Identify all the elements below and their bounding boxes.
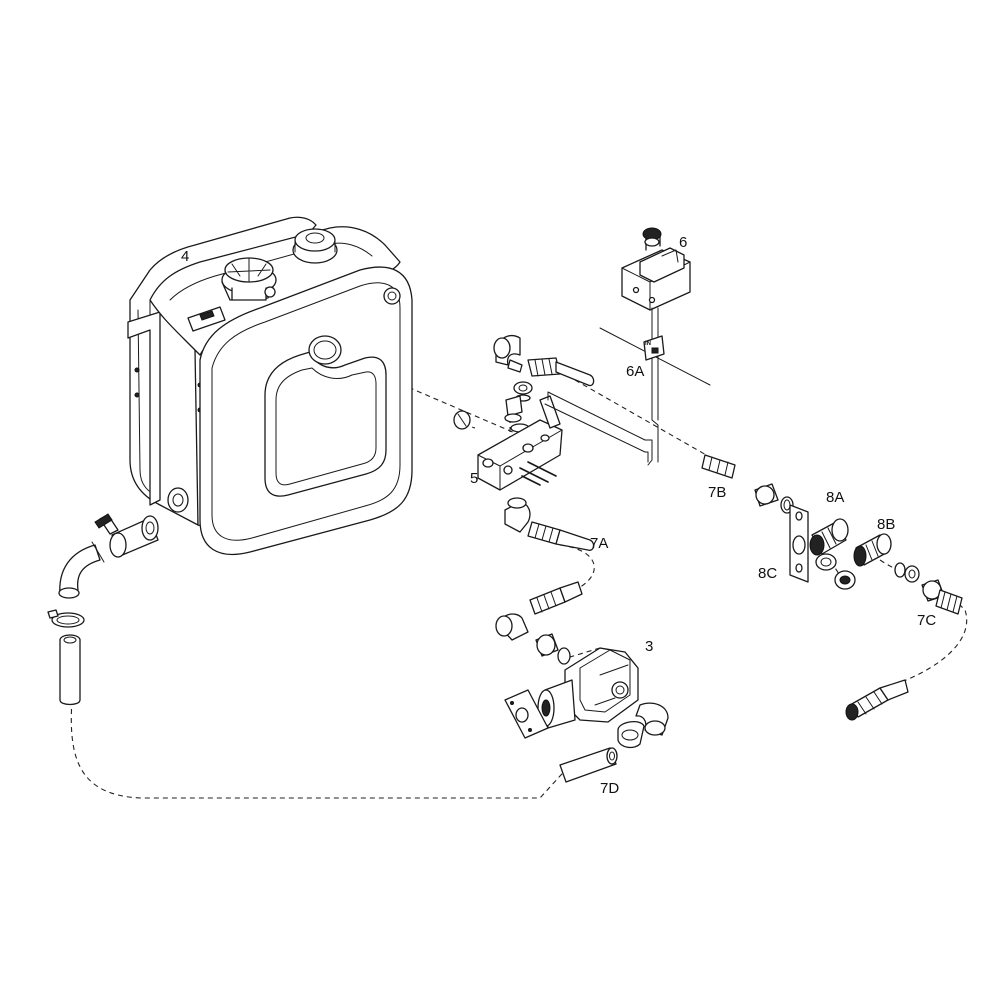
- label-coupling-8a: 8A: [826, 489, 844, 506]
- hydraulic-pump: [504, 633, 669, 749]
- coupling-plate: [789, 504, 809, 583]
- label-control-cable: 6A: [626, 363, 644, 380]
- hydraulic-tank: [127, 216, 413, 556]
- label-hose-7d: 7D: [600, 780, 619, 797]
- filler-cap: [221, 257, 277, 301]
- valve-block: [453, 335, 653, 533]
- label-pump: 3: [645, 638, 653, 655]
- hose-7c: [845, 579, 963, 721]
- label-hose-7c: 7C: [917, 612, 936, 629]
- label-coupling-plate: 8C: [758, 565, 777, 582]
- suction-line-parts: [47, 513, 159, 706]
- label-tank: 4: [181, 248, 189, 265]
- control-unit: [599, 227, 711, 463]
- label-hose-7a: 7A: [590, 535, 608, 552]
- hose-7b: [527, 357, 794, 514]
- coupling-8a: [809, 518, 849, 571]
- label-valve-block: 5: [470, 470, 478, 487]
- label-coupling-8b: 8B: [877, 516, 895, 533]
- hose-7d: [559, 747, 618, 783]
- control-cable-tag: IN: [645, 341, 651, 347]
- hose-7a: [495, 521, 595, 641]
- coupling-8b: [834, 533, 920, 590]
- label-control-unit: 6: [679, 234, 687, 251]
- label-hose-7b: 7B: [708, 484, 726, 501]
